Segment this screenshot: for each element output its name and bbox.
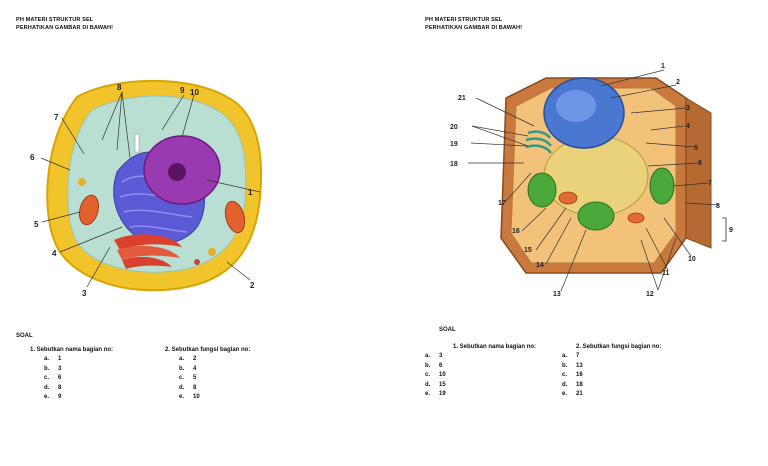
- right-q1-title: 1. Sebutkan nama bagian no:: [425, 343, 536, 352]
- left-label-2: 2: [250, 281, 255, 290]
- right-q1-item: c.10: [425, 371, 536, 380]
- right-label-20: 20: [450, 124, 458, 131]
- left-page: PH MATERI STRUKTUR SEL PERHATIKAN GAMBAR…: [0, 0, 384, 466]
- right-label-14: 14: [536, 262, 544, 269]
- left-q2-item: b.4: [179, 365, 250, 374]
- left-question-1: 1. Sebutkan nama bagian no: a.1 b.3 c.6 …: [30, 346, 113, 402]
- right-soal-heading: SOAL: [439, 327, 456, 333]
- left-q2-item: d.8: [179, 384, 250, 393]
- animal-cell-diagram: 1 2 3 4 5 6 7 8 9 10: [22, 62, 274, 302]
- left-q1-item: a.1: [44, 355, 113, 364]
- left-q1-title: 1. Sebutkan nama bagian no:: [30, 346, 113, 355]
- right-q2-item: a.7: [562, 352, 661, 361]
- right-q1-item: b.6: [425, 362, 536, 371]
- right-label-3: 3: [686, 105, 690, 112]
- left-label-5: 5: [34, 220, 39, 229]
- left-label-1: 1: [248, 188, 253, 197]
- right-page: PH MATERI STRUKTUR SEL PERHATIKAN GAMBAR…: [384, 0, 768, 466]
- right-label-10: 10: [688, 256, 696, 263]
- right-label-21: 21: [458, 95, 466, 102]
- right-label-6: 6: [698, 160, 702, 167]
- left-question-2: 2. Sebutkan fungsi bagian no: a.2 b.4 c.…: [165, 346, 250, 402]
- right-header: PH MATERI STRUKTUR SEL PERHATIKAN GAMBAR…: [425, 16, 522, 32]
- left-soal-heading: SOAL: [16, 333, 33, 339]
- right-question-2: 2. Sebutkan fungsi bagian no: a.7 b.13 c…: [562, 343, 661, 399]
- left-q1-item: c.6: [44, 374, 113, 383]
- left-q1-item: b.3: [44, 365, 113, 374]
- right-label-12: 12: [646, 291, 654, 298]
- left-q1-item: d.8: [44, 384, 113, 393]
- right-label-18: 18: [450, 161, 458, 168]
- left-label-9: 9: [180, 86, 185, 95]
- right-label-16: 16: [512, 228, 520, 235]
- right-label-13: 13: [553, 291, 561, 298]
- left-label-8: 8: [117, 83, 122, 92]
- left-q2-title: 2. Sebutkan fungsi bagian no:: [165, 346, 250, 355]
- right-q1-item: e.19: [425, 390, 536, 399]
- right-label-19: 19: [450, 141, 458, 148]
- right-q2-item: c.16: [562, 371, 661, 380]
- right-label-1: 1: [661, 63, 665, 70]
- right-label-5: 5: [694, 145, 698, 152]
- right-label-17: 17: [498, 200, 506, 207]
- left-q2-item: c.5: [179, 374, 250, 383]
- right-label-11: 11: [662, 270, 670, 277]
- right-header-instruction: PERHATIKAN GAMBAR DI BAWAH!: [425, 24, 522, 32]
- left-label-10: 10: [190, 88, 199, 97]
- right-q2-item: b.13: [562, 362, 661, 371]
- left-label-7: 7: [54, 113, 59, 122]
- left-q2-item: e.10: [179, 393, 250, 402]
- left-q2-item: a.2: [179, 355, 250, 364]
- left-header: PH MATERI STRUKTUR SEL PERHATIKAN GAMBAR…: [16, 16, 113, 32]
- right-label-2: 2: [676, 79, 680, 86]
- right-q2-item: e.21: [562, 390, 661, 399]
- right-label-9: 9: [729, 227, 733, 234]
- right-label-4: 4: [686, 123, 690, 130]
- right-q2-title: 2. Sebutkan fungsi bagian no:: [562, 343, 661, 352]
- plant-cell-diagram: 1 2 3 4 5 6 7 8 9 10 11 12 13 14 15 16 1…: [436, 58, 746, 303]
- left-header-instruction: PERHATIKAN GAMBAR DI BAWAH!: [16, 24, 113, 32]
- right-q2-item: d.18: [562, 381, 661, 390]
- left-header-title: PH MATERI STRUKTUR SEL: [16, 16, 113, 24]
- left-label-6: 6: [30, 153, 35, 162]
- right-label-15: 15: [524, 247, 532, 254]
- right-q1-item: a.3: [425, 352, 536, 361]
- right-label-7: 7: [708, 180, 712, 187]
- left-label-4: 4: [52, 249, 57, 258]
- right-label-8: 8: [716, 203, 720, 210]
- left-q1-item: e.9: [44, 393, 113, 402]
- right-header-title: PH MATERI STRUKTUR SEL: [425, 16, 522, 24]
- right-question-1: 1. Sebutkan nama bagian no: a.3 b.6 c.10…: [425, 343, 536, 399]
- right-q1-item: d.15: [425, 381, 536, 390]
- left-label-3: 3: [82, 289, 87, 298]
